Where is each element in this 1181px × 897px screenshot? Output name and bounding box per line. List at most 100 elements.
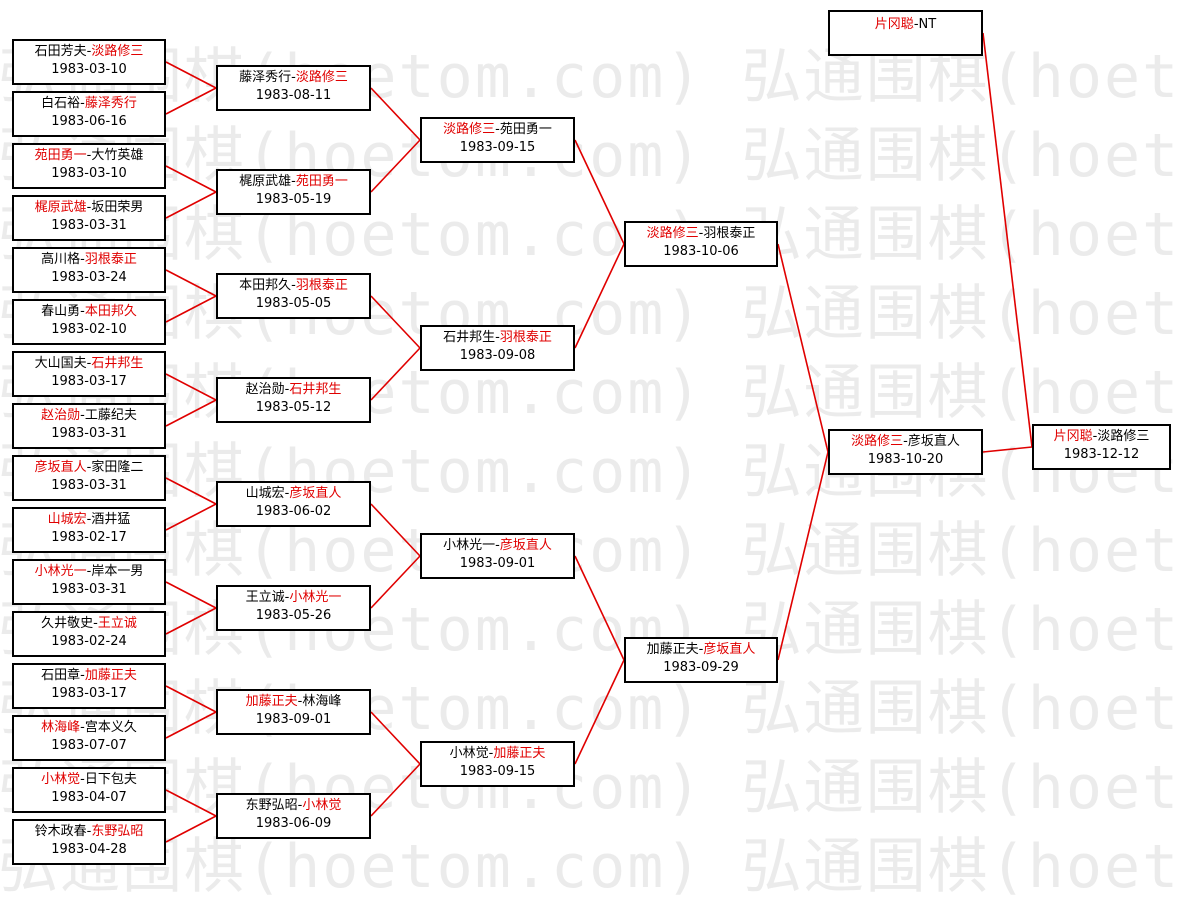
player-name: 藤泽秀行 (239, 70, 292, 85)
bracket-connector (165, 503, 217, 531)
match-box-round1: 春山勇-本田邦久 1983-02-10 (12, 299, 166, 345)
bracket-connector (777, 451, 829, 661)
separator: - (495, 122, 500, 137)
seed-box: 片冈聪-NT (828, 10, 983, 56)
separator: - (291, 70, 296, 85)
separator: - (297, 798, 303, 813)
match-players: 小林觉-日下包夫 (14, 771, 164, 789)
player-name: 羽根泰正 (295, 278, 348, 293)
bracket-connector (574, 659, 625, 765)
match-players: 藤泽秀行-淡路修三 (218, 69, 369, 87)
separator: - (698, 226, 704, 241)
match-date: 1983-06-02 (255, 504, 332, 519)
player-name: 石井邦生 (289, 382, 342, 397)
bracket-connector (370, 503, 421, 557)
match-date: 1983-04-28 (51, 842, 127, 857)
match-date: 1983-09-15 (459, 764, 536, 779)
match-players: 苑田勇一-大竹英雄 (14, 147, 164, 165)
separator: - (495, 538, 500, 553)
player-name: 淡路修三 (1097, 429, 1150, 444)
match-date: 1983-03-10 (51, 166, 127, 181)
player-name: 宫本义久 (84, 720, 137, 735)
player-name: 家田隆二 (91, 460, 144, 475)
match-date: 1983-03-31 (51, 426, 127, 441)
player-name: 白石裕 (41, 96, 81, 111)
player-name: 苑田勇一 (34, 148, 87, 163)
player-name: 工藤纪夫 (84, 408, 137, 423)
player-name: 石井邦生 (91, 356, 144, 371)
player-name: 久井敬史 (41, 616, 94, 631)
separator: - (80, 252, 85, 267)
match-date: 1983-02-17 (51, 530, 127, 545)
bracket-connector (165, 789, 217, 817)
separator: - (913, 17, 919, 32)
player-name: NT (918, 17, 937, 32)
bracket-connector (165, 373, 217, 401)
player-name: 淡路修三 (91, 44, 144, 59)
bracket-connector (574, 139, 625, 245)
match-players: 加藤正夫-林海峰 (218, 693, 369, 711)
bracket-connector (370, 347, 421, 401)
separator: - (86, 200, 92, 215)
match-players: 彦坂直人-家田隆二 (14, 459, 164, 477)
bracket-connector (370, 87, 421, 141)
bracket-connector (165, 685, 217, 713)
player-name: 彦坂直人 (499, 538, 552, 553)
bracket-connector (370, 139, 421, 193)
separator: - (80, 304, 85, 319)
match-players: 本田邦久-羽根泰正 (218, 277, 369, 295)
match-date: 1983-09-01 (459, 556, 536, 571)
match-players: 林海峰-宫本义久 (14, 719, 164, 737)
player-name: 羽根泰正 (499, 330, 552, 345)
match-players: 久井敬史-王立诚 (14, 615, 164, 633)
player-name: 小林光一 (289, 590, 342, 605)
player-name: 片冈聪 (874, 17, 914, 32)
player-name: 石田芳夫 (34, 44, 87, 59)
separator: - (80, 408, 85, 423)
separator: - (86, 148, 92, 163)
player-name: 林海峰 (302, 694, 342, 709)
match-players: 淡路修三-羽根泰正 (626, 225, 776, 243)
player-name: 春山勇 (41, 304, 81, 319)
player-name: 梶原武雄 (239, 174, 292, 189)
player-name: 日下包夫 (84, 772, 137, 787)
separator: - (284, 382, 290, 397)
match-date: 1983-05-05 (255, 296, 332, 311)
match-date: 1983-02-10 (51, 322, 127, 337)
bracket-connector (165, 269, 217, 297)
player-name: 小林光一 (443, 538, 496, 553)
separator: - (284, 590, 290, 605)
player-name: 坂田荣男 (91, 200, 144, 215)
bracket-connector (165, 581, 217, 609)
player-name: 小林觉 (449, 746, 489, 761)
player-name: 加藤正夫 (646, 642, 699, 657)
player-name: 羽根泰正 (84, 252, 137, 267)
player-name: 王立诚 (97, 616, 137, 631)
match-date: 1983-06-09 (255, 816, 332, 831)
bracket-connector (165, 477, 217, 505)
match-date: 1983-07-07 (51, 738, 127, 753)
player-name: 本田邦久 (84, 304, 137, 319)
match-players: 石田章-加藤正夫 (14, 667, 164, 685)
